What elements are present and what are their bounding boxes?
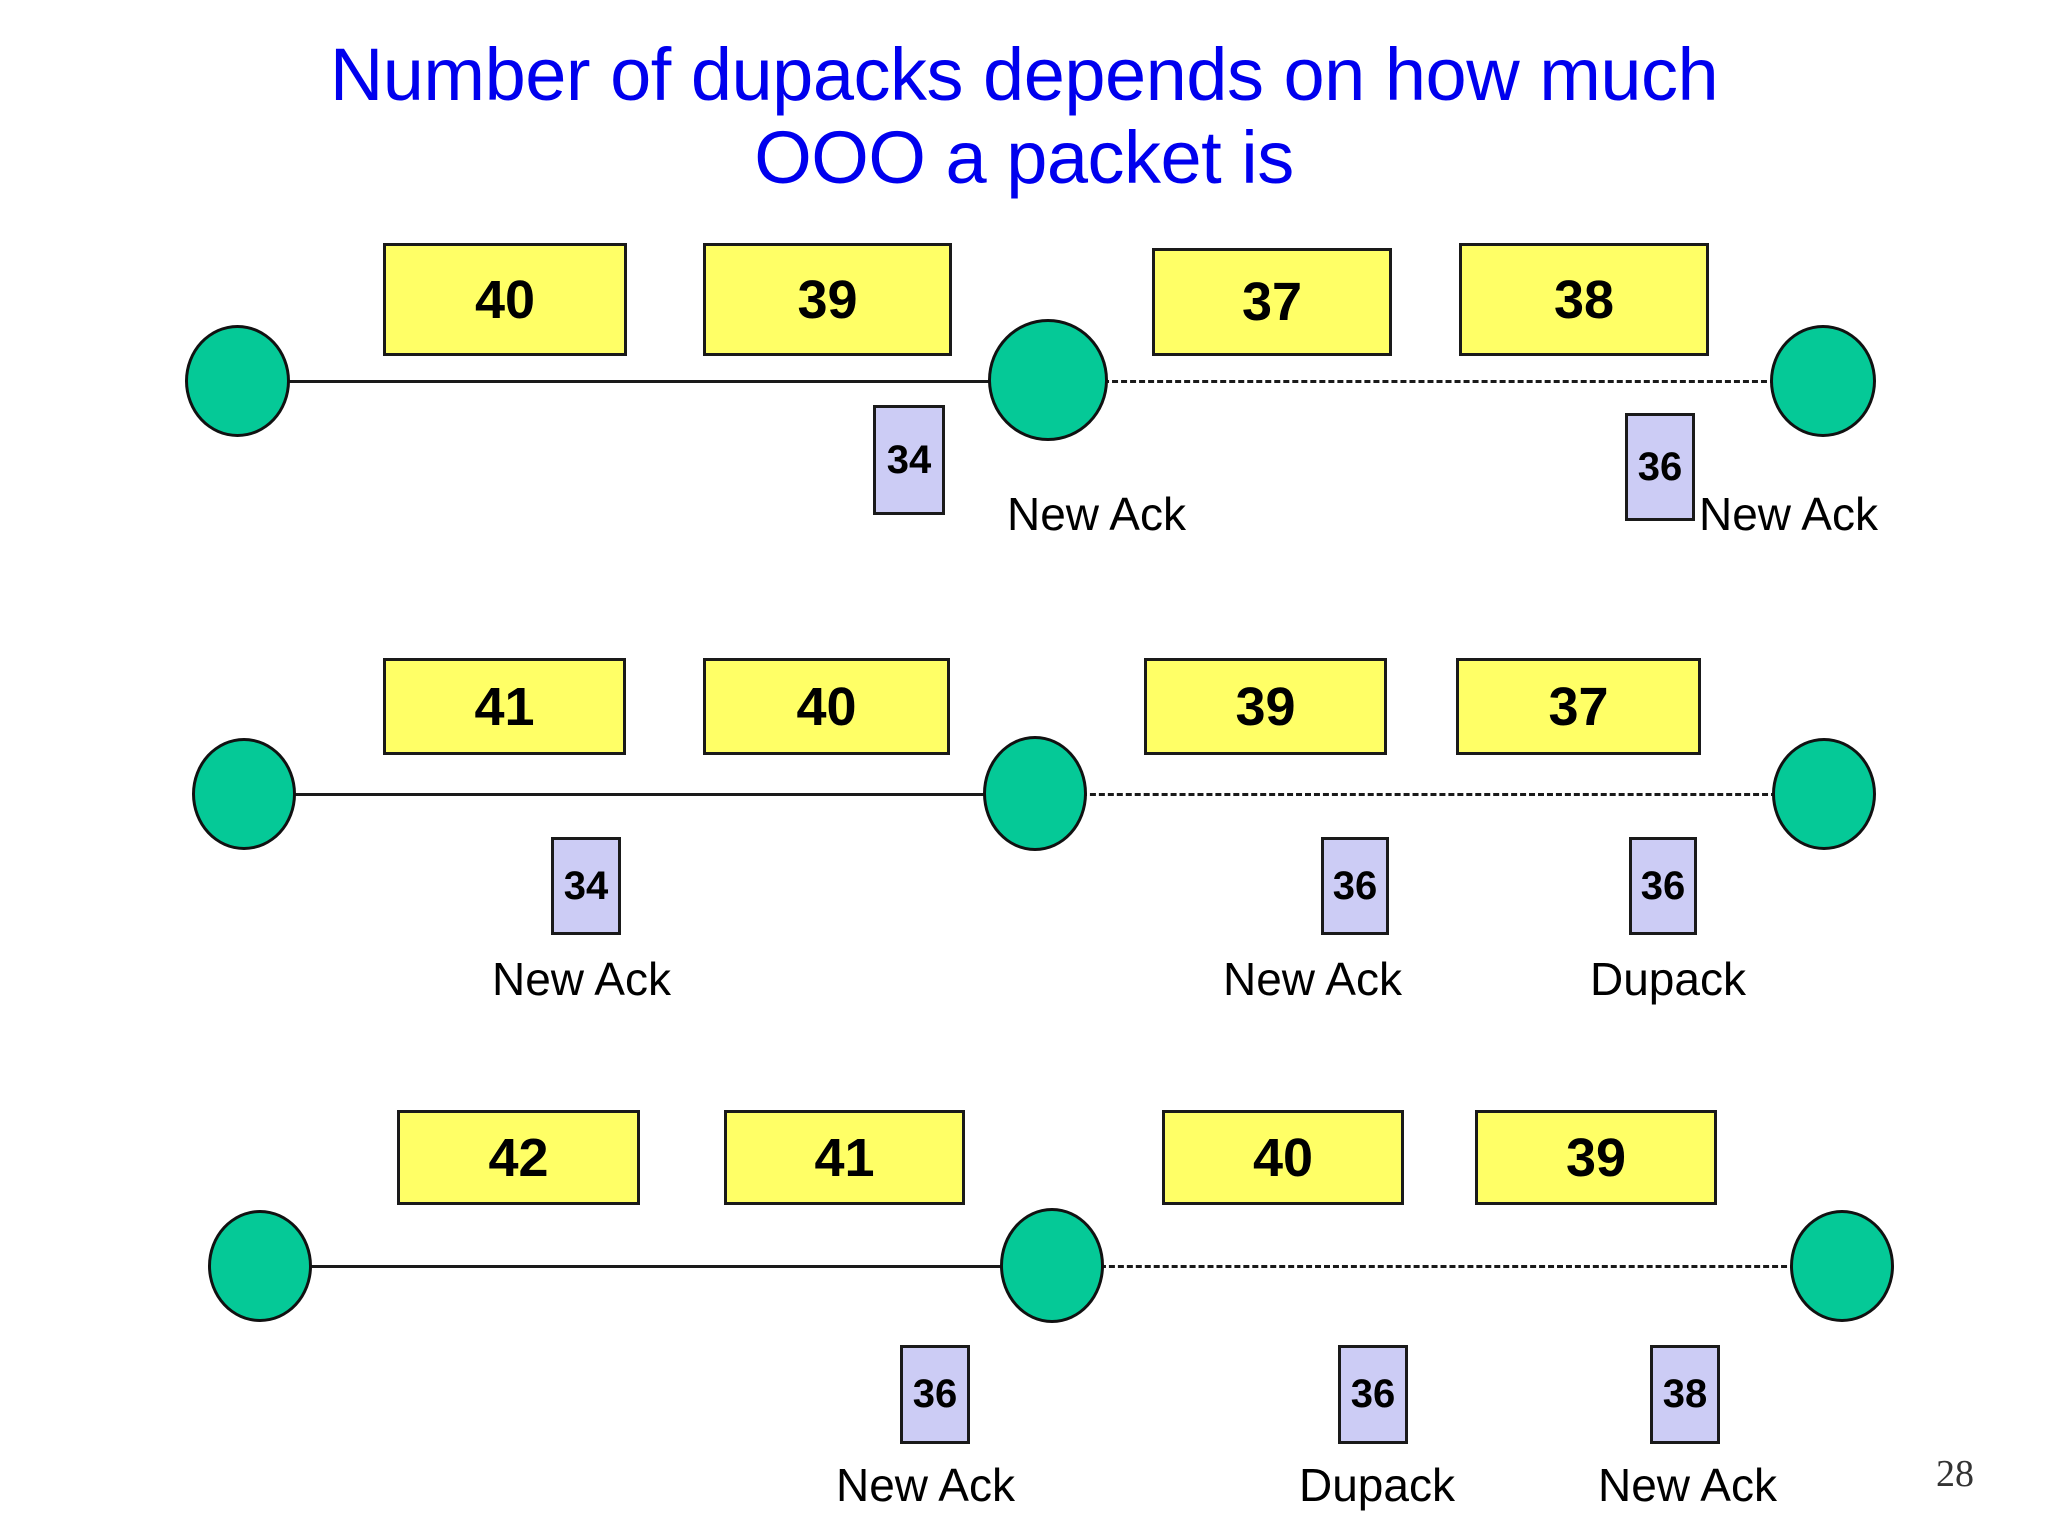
node-middle-row-2 <box>983 736 1087 851</box>
ack-box[interactable]: 34 <box>873 405 945 515</box>
ack-box[interactable]: 36 <box>1321 837 1389 935</box>
packet-box[interactable]: 40 <box>703 658 950 755</box>
link-solid-row-2 <box>290 793 990 796</box>
packet-box[interactable]: 39 <box>1144 658 1387 755</box>
link-dashed-row-2 <box>1072 793 1777 796</box>
packet-box[interactable]: 38 <box>1459 243 1709 356</box>
packet-box[interactable]: 37 <box>1152 248 1392 356</box>
packet-box[interactable]: 37 <box>1456 658 1701 755</box>
title-line-2: OOO a packet is <box>754 115 1294 199</box>
node-sender-row-2 <box>192 738 296 850</box>
link-dashed-row-3 <box>1091 1265 1796 1268</box>
node-sender-row-1 <box>185 325 290 437</box>
title-line-1: Number of dupacks depends on how much <box>329 33 1719 116</box>
node-receiver-row-1 <box>1770 325 1876 437</box>
node-sender-row-3 <box>208 1210 312 1322</box>
link-solid-row-3 <box>307 1265 1007 1268</box>
node-receiver-row-2 <box>1772 738 1876 850</box>
link-solid-row-1 <box>272 380 1012 383</box>
sequence-row-3: 42 41 40 39 36 New Ack 36 Dupack 38 New … <box>0 1100 2048 1511</box>
node-middle-row-3 <box>1000 1208 1104 1323</box>
ack-label: New Ack <box>492 953 671 1005</box>
ack-label: New Ack <box>836 1459 1015 1511</box>
page-number: 28 <box>1936 1453 1974 1495</box>
ack-label: Dupack <box>1590 953 1746 1005</box>
sequence-row-1: 40 39 37 38 34 New Ack 36 New Ack <box>0 215 2048 545</box>
node-middle-row-1 <box>988 319 1108 441</box>
link-dashed-row-1 <box>1085 380 1785 383</box>
ack-label: New Ack <box>1598 1459 1777 1511</box>
ack-label: New Ack <box>1007 488 1186 540</box>
ack-label: New Ack <box>1223 953 1402 1005</box>
sequence-row-2: 41 40 39 37 34 New Ack 36 New Ack 36 Dup… <box>0 630 2048 1005</box>
page-title: Number of dupacks depends on how much OO… <box>0 33 2048 200</box>
packet-box[interactable]: 42 <box>397 1110 640 1205</box>
ack-box[interactable]: 34 <box>551 837 621 935</box>
packet-box[interactable]: 40 <box>383 243 627 356</box>
packet-box[interactable]: 40 <box>1162 1110 1404 1205</box>
ack-label: Dupack <box>1299 1459 1455 1511</box>
packet-box[interactable]: 39 <box>703 243 952 356</box>
ack-label: New Ack <box>1699 488 1878 540</box>
packet-box[interactable]: 41 <box>724 1110 965 1205</box>
ack-box[interactable]: 36 <box>900 1345 970 1444</box>
ack-box[interactable]: 36 <box>1338 1345 1408 1444</box>
ack-box[interactable]: 36 <box>1625 413 1695 521</box>
ack-box[interactable]: 36 <box>1629 837 1697 935</box>
packet-box[interactable]: 41 <box>383 658 626 755</box>
node-receiver-row-3 <box>1790 1210 1894 1322</box>
packet-box[interactable]: 39 <box>1475 1110 1717 1205</box>
ack-box[interactable]: 38 <box>1650 1345 1720 1444</box>
